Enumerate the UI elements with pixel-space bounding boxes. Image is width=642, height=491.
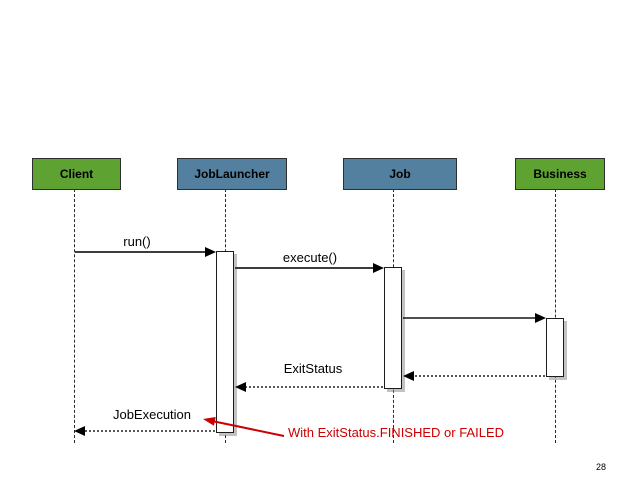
return-arrow-jobexecution bbox=[74, 426, 215, 436]
return-arrow-exitstatus bbox=[235, 382, 383, 392]
actor-label-job: Job bbox=[389, 167, 411, 181]
annotation-text: With ExitStatus.FINISHED or FAILED bbox=[288, 425, 504, 440]
message-label-execute: execute() bbox=[282, 250, 338, 265]
actor-box-joblauncher: JobLauncher bbox=[177, 158, 287, 190]
page-number: 28 bbox=[596, 462, 607, 472]
return-arrow-business-to-job bbox=[403, 371, 545, 381]
actor-box-business: Business bbox=[515, 158, 605, 190]
activation-bar-business bbox=[546, 318, 564, 377]
actor-label-business: Business bbox=[533, 167, 587, 181]
message-arrow-job-to-business bbox=[403, 313, 546, 323]
message-label-jobexecution: JobExecution bbox=[112, 407, 192, 422]
actor-box-client: Client bbox=[32, 158, 121, 190]
actor-label-joblauncher: JobLauncher bbox=[194, 167, 270, 181]
lifeline-client bbox=[74, 189, 75, 443]
lifeline-business bbox=[555, 189, 556, 443]
actor-box-job: Job bbox=[343, 158, 457, 190]
activation-bar-job bbox=[384, 267, 402, 389]
message-label-run: run() bbox=[123, 234, 151, 249]
message-label-exitstatus: ExitStatus bbox=[283, 361, 343, 376]
activation-bar-joblauncher bbox=[216, 251, 234, 433]
actor-label-client: Client bbox=[59, 167, 94, 181]
